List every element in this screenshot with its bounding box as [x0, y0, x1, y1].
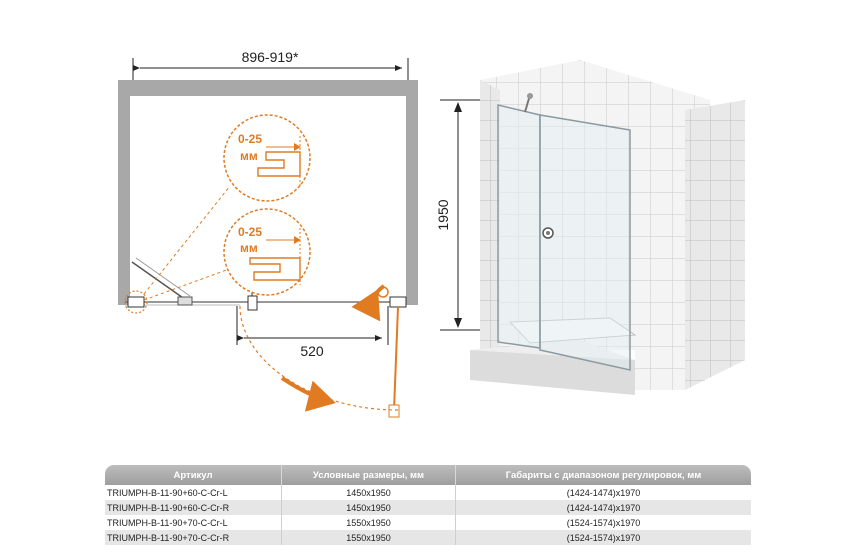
detail-bottom: 0-25 мм	[223, 208, 311, 296]
hinge-block	[177, 296, 193, 306]
door-width-label: 520	[300, 343, 324, 359]
swing-arrow-right	[351, 284, 386, 322]
row-size: 1450x1950	[281, 500, 456, 515]
wall-profile-right	[389, 296, 407, 308]
callout-leader-1	[143, 185, 231, 295]
detail-top-circle	[223, 114, 311, 202]
row-article: TRIUMPH-B-11-90+70-C-Cr-L	[107, 517, 228, 528]
row-article: TRIUMPH-B-11-90+60-C-Cr-R	[105, 500, 282, 515]
height-arrow-top	[454, 102, 462, 112]
door-swing-arc	[239, 305, 399, 411]
row-range: (1424-1474)x1970	[455, 500, 751, 515]
hinge-arm	[131, 261, 187, 301]
wall-bracket-mount	[527, 93, 533, 99]
plan-drawing: 896-919* 520 0-25 мм 0-25 мм	[118, 49, 418, 418]
row-size: 1450x1950	[281, 485, 456, 500]
floor-top	[470, 340, 635, 360]
row-size: 1550x1950	[281, 515, 456, 530]
wall-top	[118, 80, 418, 96]
table-row: TRIUMPH-B-11-90+60-C-Cr-L 1450x1950 (142…	[105, 485, 751, 500]
wall-left	[118, 80, 130, 305]
detail-top: 0-25 мм	[223, 114, 311, 202]
header-article: Артикул	[105, 465, 282, 485]
detail-top-label: 0-25	[238, 132, 262, 146]
open-door-panel	[393, 306, 399, 411]
table-row: TRIUMPH-B-11-90+70-C-Cr-L 1550x1950 (152…	[105, 515, 751, 530]
detail-bottom-label: 0-25	[238, 225, 262, 239]
spec-table-header: Артикул Условные размеры, мм Габариты с …	[105, 465, 751, 485]
row-article: TRIUMPH-B-11-90+60-C-Cr-L	[107, 487, 228, 498]
height-label: 1950	[435, 199, 451, 230]
wall-profile-left	[127, 296, 145, 308]
swing-arrow-bottom	[280, 376, 336, 412]
glass-fixed-panel	[497, 104, 541, 349]
left-wall	[480, 80, 500, 355]
wall-right	[406, 80, 418, 305]
pivot-circle	[377, 286, 389, 298]
door-knob	[247, 295, 258, 311]
open-door-handle	[388, 404, 400, 418]
width-label: 896-919*	[242, 49, 299, 65]
row-range: (1424-1474)x1970	[455, 485, 751, 500]
detail-bottom-unit: мм	[240, 241, 258, 255]
table-row: TRIUMPH-B-11-90+60-C-Cr-R 1450x1950 (142…	[105, 500, 751, 515]
row-article: TRIUMPH-B-11-90+70-C-Cr-R	[105, 530, 282, 545]
detail-top-unit: мм	[240, 149, 258, 163]
row-range: (1524-1574)x1970	[455, 530, 751, 545]
hinge-arm-inner	[135, 257, 191, 297]
right-wall-front	[635, 110, 685, 390]
row-size: 1550x1950	[281, 530, 456, 545]
row-range: (1524-1574)x1970	[455, 515, 751, 530]
detail-bottom-circle	[223, 208, 311, 296]
callout-leader-2	[143, 267, 233, 301]
spec-table: Артикул Условные размеры, мм Габариты с …	[105, 465, 751, 545]
glass-door-panel	[539, 114, 631, 371]
header-range: Габариты с диапазоном регулировок, мм	[455, 465, 751, 485]
shower-render: 1950	[435, 60, 745, 395]
height-arrow-bottom	[454, 318, 462, 328]
right-wall-side	[685, 100, 745, 390]
header-size: Условные размеры, мм	[281, 465, 456, 485]
highlight-circle-left	[124, 290, 148, 314]
table-row: TRIUMPH-B-11-90+70-C-Cr-R 1550x1950 (152…	[105, 530, 751, 545]
render-door-knob-inner	[546, 231, 550, 235]
